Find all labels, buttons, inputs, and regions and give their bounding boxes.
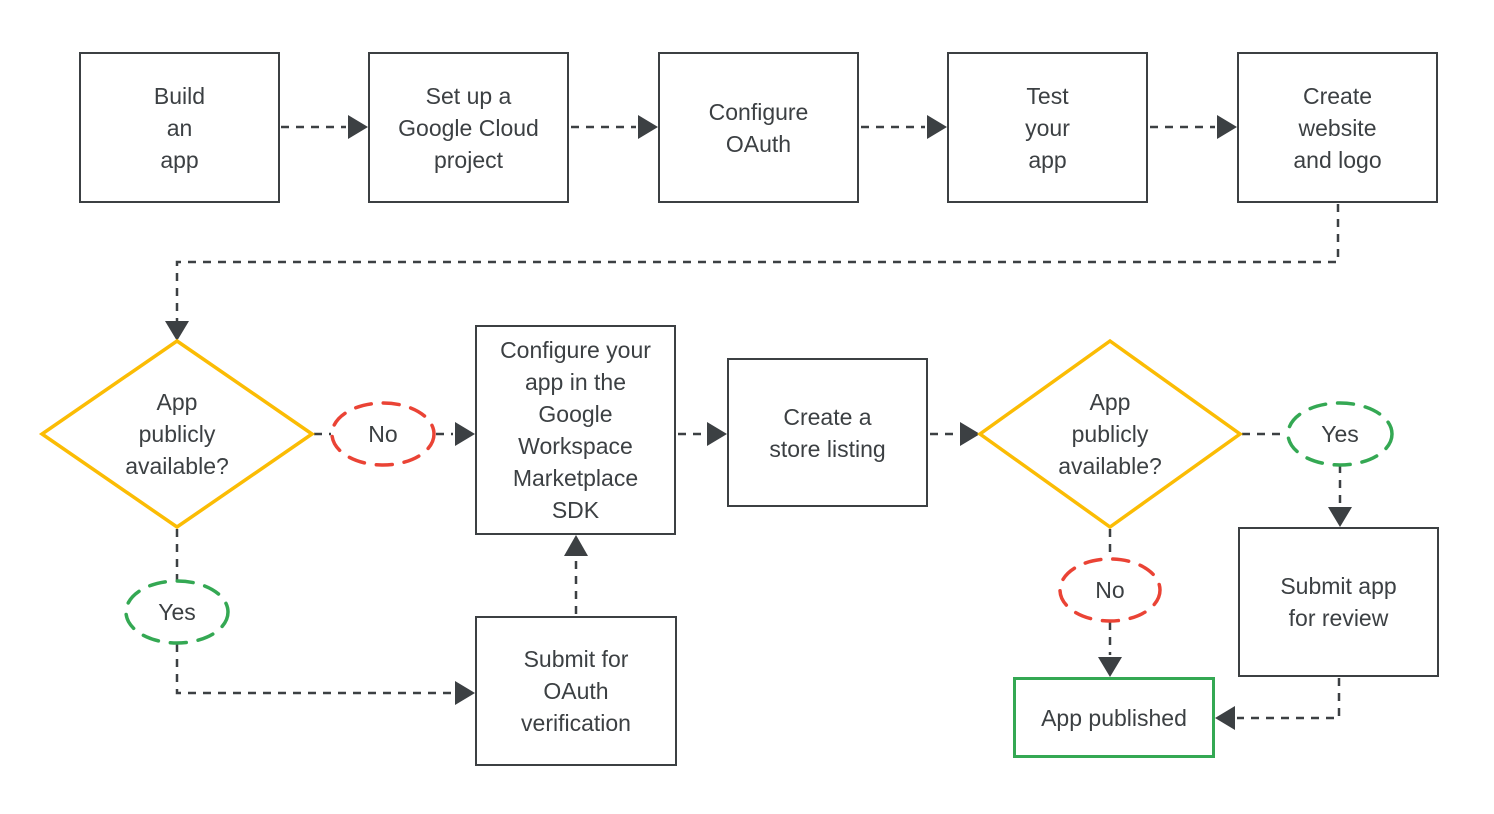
yes1-oval-shape xyxy=(124,579,230,645)
node-configure-oauth: Configure OAuth xyxy=(658,52,859,203)
edge-sdk-to-store xyxy=(678,422,727,446)
edge-sdk-to-store-arrowhead xyxy=(707,422,727,446)
node-setup-project-label: Set up a Google Cloud project xyxy=(398,82,539,173)
edge-store-to-decision2 xyxy=(930,422,980,446)
node-setup-project: Set up a Google Cloud project xyxy=(368,52,569,203)
node-create-website-label: Create website and logo xyxy=(1293,82,1382,173)
edge-test-to-website xyxy=(1150,115,1237,139)
edge-yes-to-oauth-verification-line xyxy=(175,644,455,695)
edge-website-to-decision1 xyxy=(165,204,1340,341)
node-store-listing: Create a store listing xyxy=(727,358,928,507)
node-app-published-label: App published xyxy=(1041,704,1187,731)
node-build-app-label: Build an app xyxy=(153,82,206,173)
edge-oauth-to-test-arrowhead xyxy=(927,115,947,139)
edge-setup-to-oauth xyxy=(571,115,658,139)
node-configure-oauth-label: Configure OAuth xyxy=(708,98,809,157)
node-configure-sdk-label: Configure your app in the Google Workspa… xyxy=(500,337,651,523)
node-submit-review: Submit app for review xyxy=(1238,527,1439,677)
edge-build-to-setup xyxy=(281,115,368,139)
node-store-listing-label: Create a store listing xyxy=(769,403,886,462)
node-configure-sdk: Configure your app in the Google Workspa… xyxy=(475,325,676,535)
edge-oauth-verification-to-sdk xyxy=(564,535,588,614)
edge-website-to-decision1-arrowhead xyxy=(165,321,189,341)
node-build-app: Build an app xyxy=(79,52,280,203)
edge-no-to-sdk-arrowhead xyxy=(455,422,475,446)
node-submit-review-label: Submit app for review xyxy=(1280,573,1397,631)
edge-decision1-yes-to-oauth-verification xyxy=(175,529,475,705)
edge-decision2-no-to-published xyxy=(1098,529,1122,677)
node-test-app: Test your app xyxy=(947,52,1148,203)
yes2-oval-shape xyxy=(1286,401,1394,467)
edge-review-to-published xyxy=(1215,678,1341,730)
node-test-app-label: Test your app xyxy=(1025,82,1070,173)
edge-website-to-decision1-line xyxy=(175,204,1340,321)
no2-oval-shape xyxy=(1058,557,1162,623)
edge-build-to-setup-arrowhead xyxy=(348,115,368,139)
node-app-published: App published xyxy=(1013,677,1215,758)
edge-decision2-yes-to-review xyxy=(1242,432,1352,527)
decision2-diamond-shape xyxy=(976,338,1244,530)
edge-yes-to-review-arrowhead xyxy=(1328,507,1352,527)
edge-test-to-website-arrowhead xyxy=(1217,115,1237,139)
edge-review-to-published-line xyxy=(1237,678,1341,720)
edge-oauth-verification-to-sdk-arrowhead xyxy=(564,535,588,556)
edge-decision1-no-to-sdk xyxy=(314,422,475,446)
no1-oval-shape xyxy=(330,401,436,467)
edge-store-to-decision2-arrowhead xyxy=(960,422,980,446)
node-submit-oauth: Submit for OAuth verification xyxy=(475,616,677,766)
edge-no-to-published-arrowhead xyxy=(1098,657,1122,677)
edge-oauth-to-test xyxy=(861,115,947,139)
edge-review-to-published-arrowhead xyxy=(1215,706,1235,730)
node-create-website: Create website and logo xyxy=(1237,52,1438,203)
decision1-diamond-shape xyxy=(38,338,316,530)
node-submit-oauth-label: Submit for OAuth verification xyxy=(521,646,631,736)
edge-setup-to-oauth-arrowhead xyxy=(638,115,658,139)
edge-yes-to-oauth-verification-arrowhead xyxy=(455,681,475,705)
